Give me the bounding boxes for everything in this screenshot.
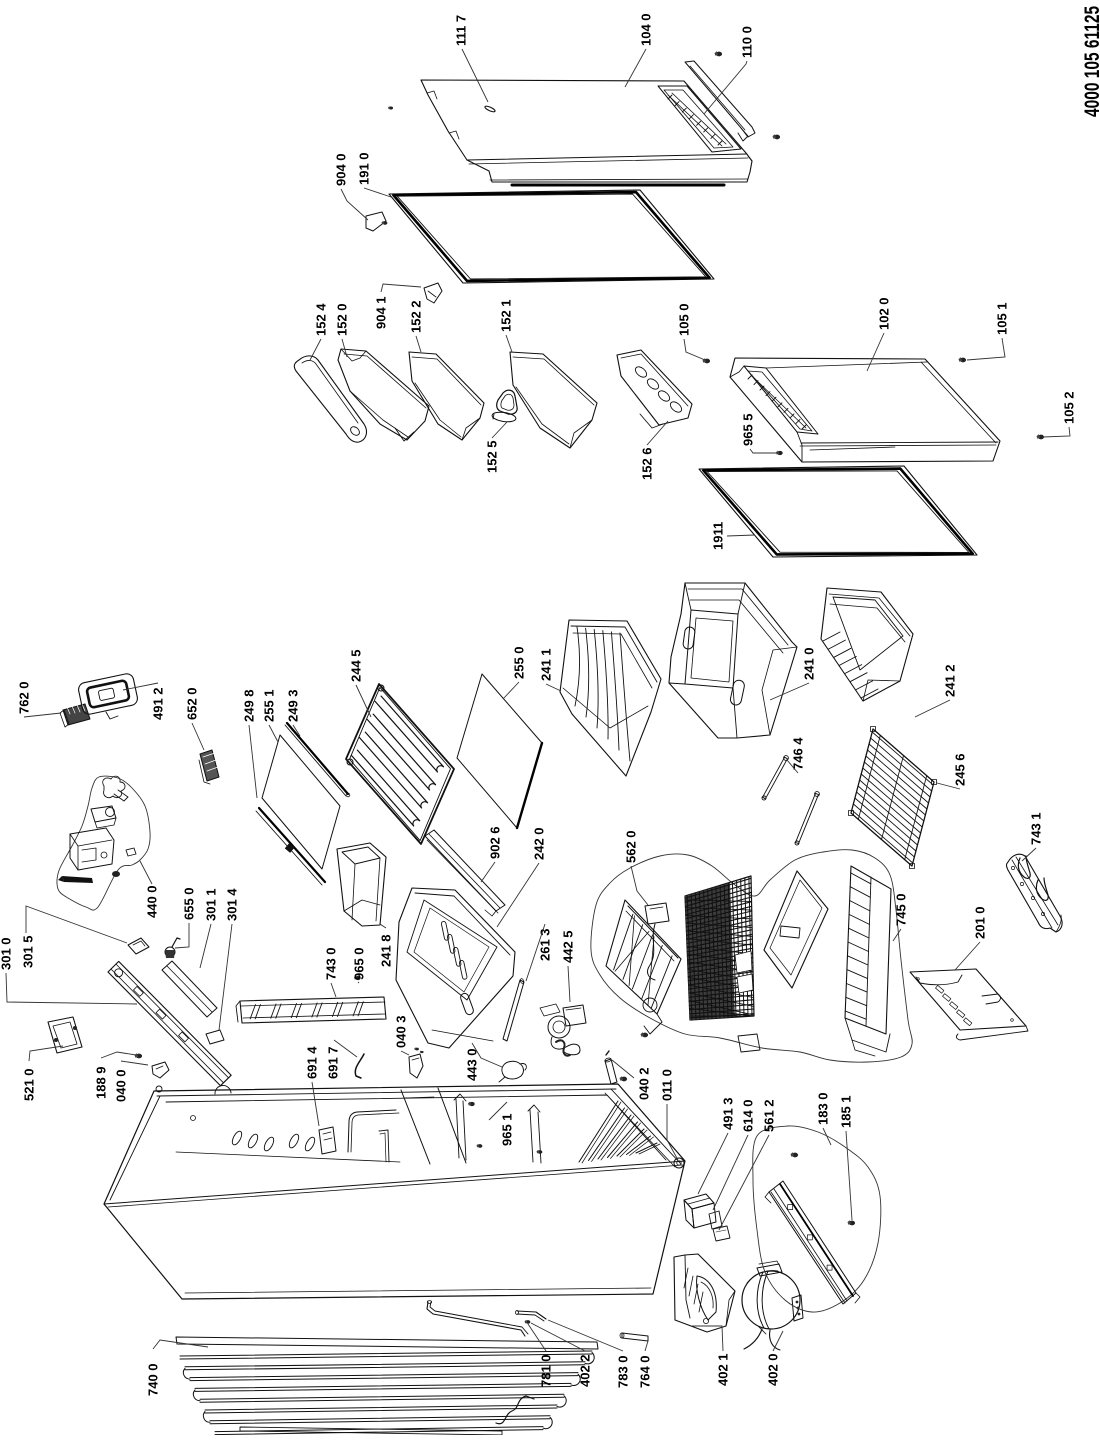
svg-text:040 2: 040 2 xyxy=(637,1067,652,1100)
svg-text:110 0: 110 0 xyxy=(740,26,755,58)
svg-text:152 0: 152 0 xyxy=(335,303,350,336)
svg-text:241 0: 241 0 xyxy=(802,647,817,680)
svg-text:655 0: 655 0 xyxy=(182,887,197,920)
svg-text:762 0: 762 0 xyxy=(17,681,32,714)
svg-text:745 0: 745 0 xyxy=(894,893,909,926)
svg-text:244 5: 244 5 xyxy=(349,649,364,682)
svg-text:241 1: 241 1 xyxy=(539,648,554,681)
svg-text:561 2: 561 2 xyxy=(762,1099,777,1132)
svg-text:443 0: 443 0 xyxy=(465,1048,480,1081)
svg-text:255 0: 255 0 xyxy=(512,646,527,679)
svg-text:241 2: 241 2 xyxy=(943,664,958,697)
svg-text:743 1: 743 1 xyxy=(1029,812,1044,845)
svg-text:105 2: 105 2 xyxy=(1062,391,1077,424)
svg-text:691 4: 691 4 xyxy=(305,1046,320,1079)
svg-text:301 0: 301 0 xyxy=(0,937,14,970)
svg-text:152 1: 152 1 xyxy=(499,299,514,332)
svg-text:764 0: 764 0 xyxy=(638,1355,653,1388)
svg-text:301 1: 301 1 xyxy=(204,888,219,921)
svg-text:746 4: 746 4 xyxy=(791,737,806,770)
svg-text:491 3: 491 3 xyxy=(721,1097,736,1130)
svg-text:201 0: 201 0 xyxy=(973,906,988,939)
svg-text:965 0: 965 0 xyxy=(352,947,367,980)
svg-text:965 1: 965 1 xyxy=(500,1113,515,1146)
svg-text:105 0: 105 0 xyxy=(677,303,692,336)
svg-text:301 4: 301 4 xyxy=(225,888,240,921)
svg-text:188 9: 188 9 xyxy=(94,1066,109,1099)
svg-text:242 0: 242 0 xyxy=(532,827,547,860)
svg-text:102 0: 102 0 xyxy=(877,297,892,330)
svg-text:4000 105 61125: 4000 105 61125 xyxy=(1079,6,1100,117)
svg-text:442 5: 442 5 xyxy=(561,930,576,963)
svg-text:249 3: 249 3 xyxy=(286,689,301,722)
svg-text:104 0: 104 0 xyxy=(639,13,654,46)
svg-text:562 0: 562 0 xyxy=(624,830,639,863)
svg-text:402 0: 402 0 xyxy=(766,1353,781,1386)
svg-text:902 6: 902 6 xyxy=(488,826,503,859)
svg-text:440 0: 440 0 xyxy=(145,885,160,918)
svg-text:521 0: 521 0 xyxy=(22,1068,37,1101)
svg-text:191 0: 191 0 xyxy=(357,152,372,185)
svg-text:040 3: 040 3 xyxy=(394,1015,409,1048)
svg-text:740 0: 740 0 xyxy=(146,1363,161,1396)
svg-text:185 1: 185 1 xyxy=(839,1095,854,1128)
svg-text:1911: 1911 xyxy=(711,522,726,550)
svg-text:152 2: 152 2 xyxy=(409,300,424,333)
svg-text:105 1: 105 1 xyxy=(995,302,1010,335)
svg-text:491 2: 491 2 xyxy=(151,687,166,720)
svg-text:011 0: 011 0 xyxy=(660,1069,675,1101)
svg-text:781 0: 781 0 xyxy=(539,1354,554,1387)
svg-text:402 2: 402 2 xyxy=(578,1354,593,1387)
svg-text:904 1: 904 1 xyxy=(374,296,389,329)
svg-text:152 5: 152 5 xyxy=(485,440,500,473)
svg-text:249 8: 249 8 xyxy=(242,689,257,722)
svg-text:183 0: 183 0 xyxy=(816,1092,831,1125)
svg-text:152 6: 152 6 xyxy=(640,447,655,480)
svg-text:111 7: 111 7 xyxy=(454,15,469,46)
svg-text:301 5: 301 5 xyxy=(21,935,36,968)
svg-text:241 8: 241 8 xyxy=(379,934,394,967)
svg-text:691 7: 691 7 xyxy=(326,1046,341,1079)
svg-text:152 4: 152 4 xyxy=(314,303,329,336)
svg-text:261 3: 261 3 xyxy=(538,928,553,961)
svg-text:614 0: 614 0 xyxy=(741,1099,756,1132)
svg-text:743 0: 743 0 xyxy=(324,947,339,980)
svg-text:783 0: 783 0 xyxy=(616,1355,631,1388)
svg-text:652 0: 652 0 xyxy=(185,687,200,720)
svg-text:245 6: 245 6 xyxy=(953,753,968,786)
svg-text:255 1: 255 1 xyxy=(262,689,277,722)
svg-text:040 0: 040 0 xyxy=(114,1069,129,1102)
svg-text:904 0: 904 0 xyxy=(334,153,349,186)
svg-text:965 5: 965 5 xyxy=(741,413,756,446)
svg-text:402 1: 402 1 xyxy=(716,1353,731,1386)
